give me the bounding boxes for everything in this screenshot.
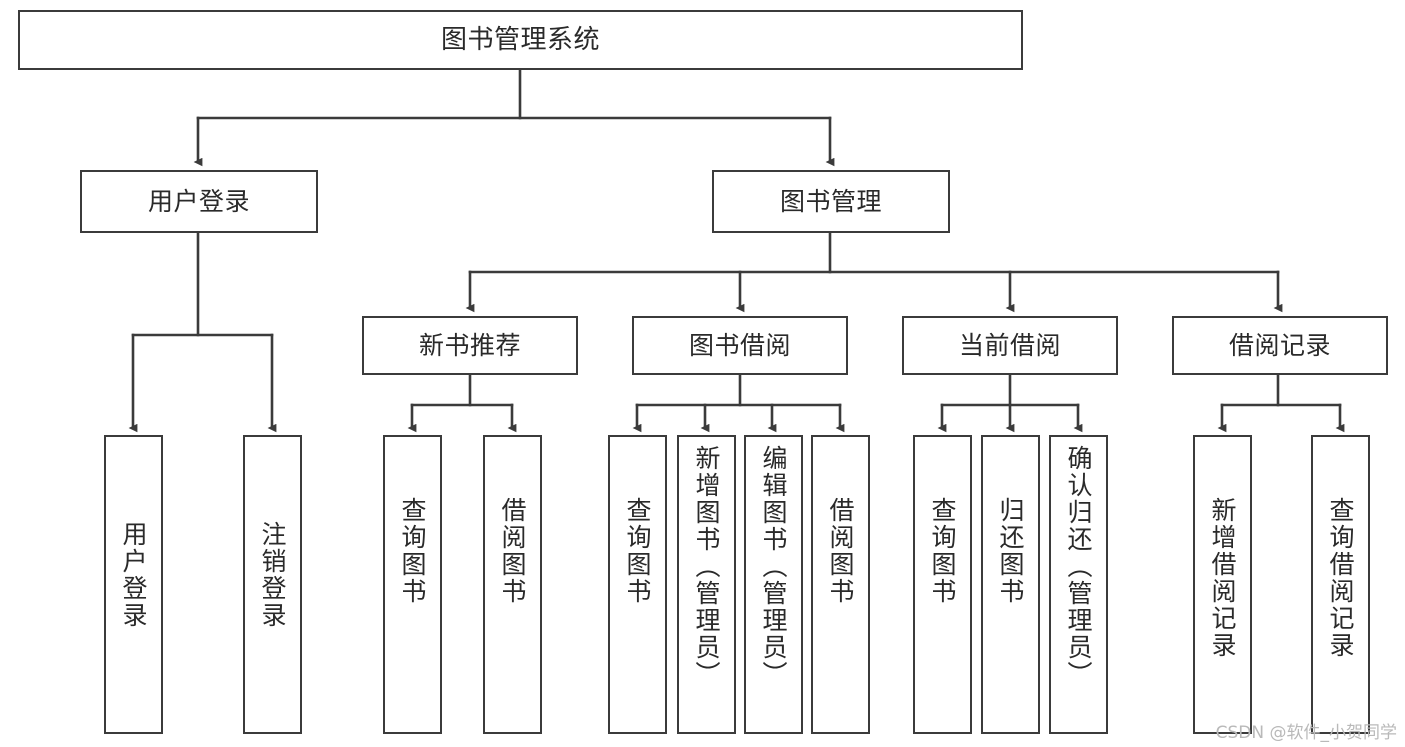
node-label: 查询图书 (623, 497, 652, 605)
node-label: 借阅图书 (826, 497, 855, 605)
node-label: 图书借阅 (688, 330, 791, 360)
leaf-new-book-borrow-book[interactable]: 借阅图书 (483, 435, 542, 734)
node-label: 确认归还（管理员） (1064, 445, 1093, 688)
node-root-book-management-system[interactable]: 图书管理系统 (18, 10, 1023, 70)
node-label: 归还图书 (996, 497, 1025, 605)
leaf-book-borrow-add-book-admin[interactable]: 新增图书（管理员） (677, 435, 736, 734)
node-label: 用户登录 (119, 521, 148, 629)
node-label: 编辑图书（管理员） (759, 445, 788, 688)
leaf-user-login-logout[interactable]: 注销登录 (243, 435, 302, 734)
node-label: 用户登录 (147, 186, 250, 216)
node-label: 借阅图书 (498, 497, 527, 605)
node-label: 新增借阅记录 (1208, 497, 1237, 659)
node-new-book-recommend[interactable]: 新书推荐 (362, 316, 578, 375)
leaf-book-borrow-edit-book-admin[interactable]: 编辑图书（管理员） (744, 435, 803, 734)
leaf-book-borrow-borrow-book[interactable]: 借阅图书 (811, 435, 870, 734)
node-borrow-record[interactable]: 借阅记录 (1172, 316, 1388, 375)
node-label: 借阅记录 (1228, 330, 1331, 360)
node-label: 新书推荐 (418, 330, 521, 360)
leaf-borrow-record-add-record[interactable]: 新增借阅记录 (1193, 435, 1252, 734)
leaf-borrow-record-query-record[interactable]: 查询借阅记录 (1311, 435, 1370, 734)
node-label: 当前借阅 (958, 330, 1061, 360)
node-user-login[interactable]: 用户登录 (80, 170, 318, 233)
csdn-watermark: CSDN @软件_小贺同学 (1215, 723, 1397, 743)
leaf-user-login-login[interactable]: 用户登录 (104, 435, 163, 734)
leaf-current-borrow-return-book[interactable]: 归还图书 (981, 435, 1040, 734)
node-label: 查询图书 (928, 497, 957, 605)
node-book-borrow[interactable]: 图书借阅 (632, 316, 848, 375)
leaf-current-borrow-query-book[interactable]: 查询图书 (913, 435, 972, 734)
node-label: 查询图书 (398, 497, 427, 605)
node-book-management[interactable]: 图书管理 (712, 170, 950, 233)
leaf-book-borrow-query-book[interactable]: 查询图书 (608, 435, 667, 734)
node-label: 图书管理系统 (440, 24, 600, 55)
node-current-borrow[interactable]: 当前借阅 (902, 316, 1118, 375)
node-label: 查询借阅记录 (1326, 497, 1355, 659)
leaf-new-book-query-book[interactable]: 查询图书 (383, 435, 442, 734)
node-label: 图书管理 (779, 186, 882, 216)
leaf-current-borrow-confirm-return-admin[interactable]: 确认归还（管理员） (1049, 435, 1108, 734)
node-label: 新增图书（管理员） (692, 445, 721, 688)
node-label: 注销登录 (258, 521, 287, 629)
